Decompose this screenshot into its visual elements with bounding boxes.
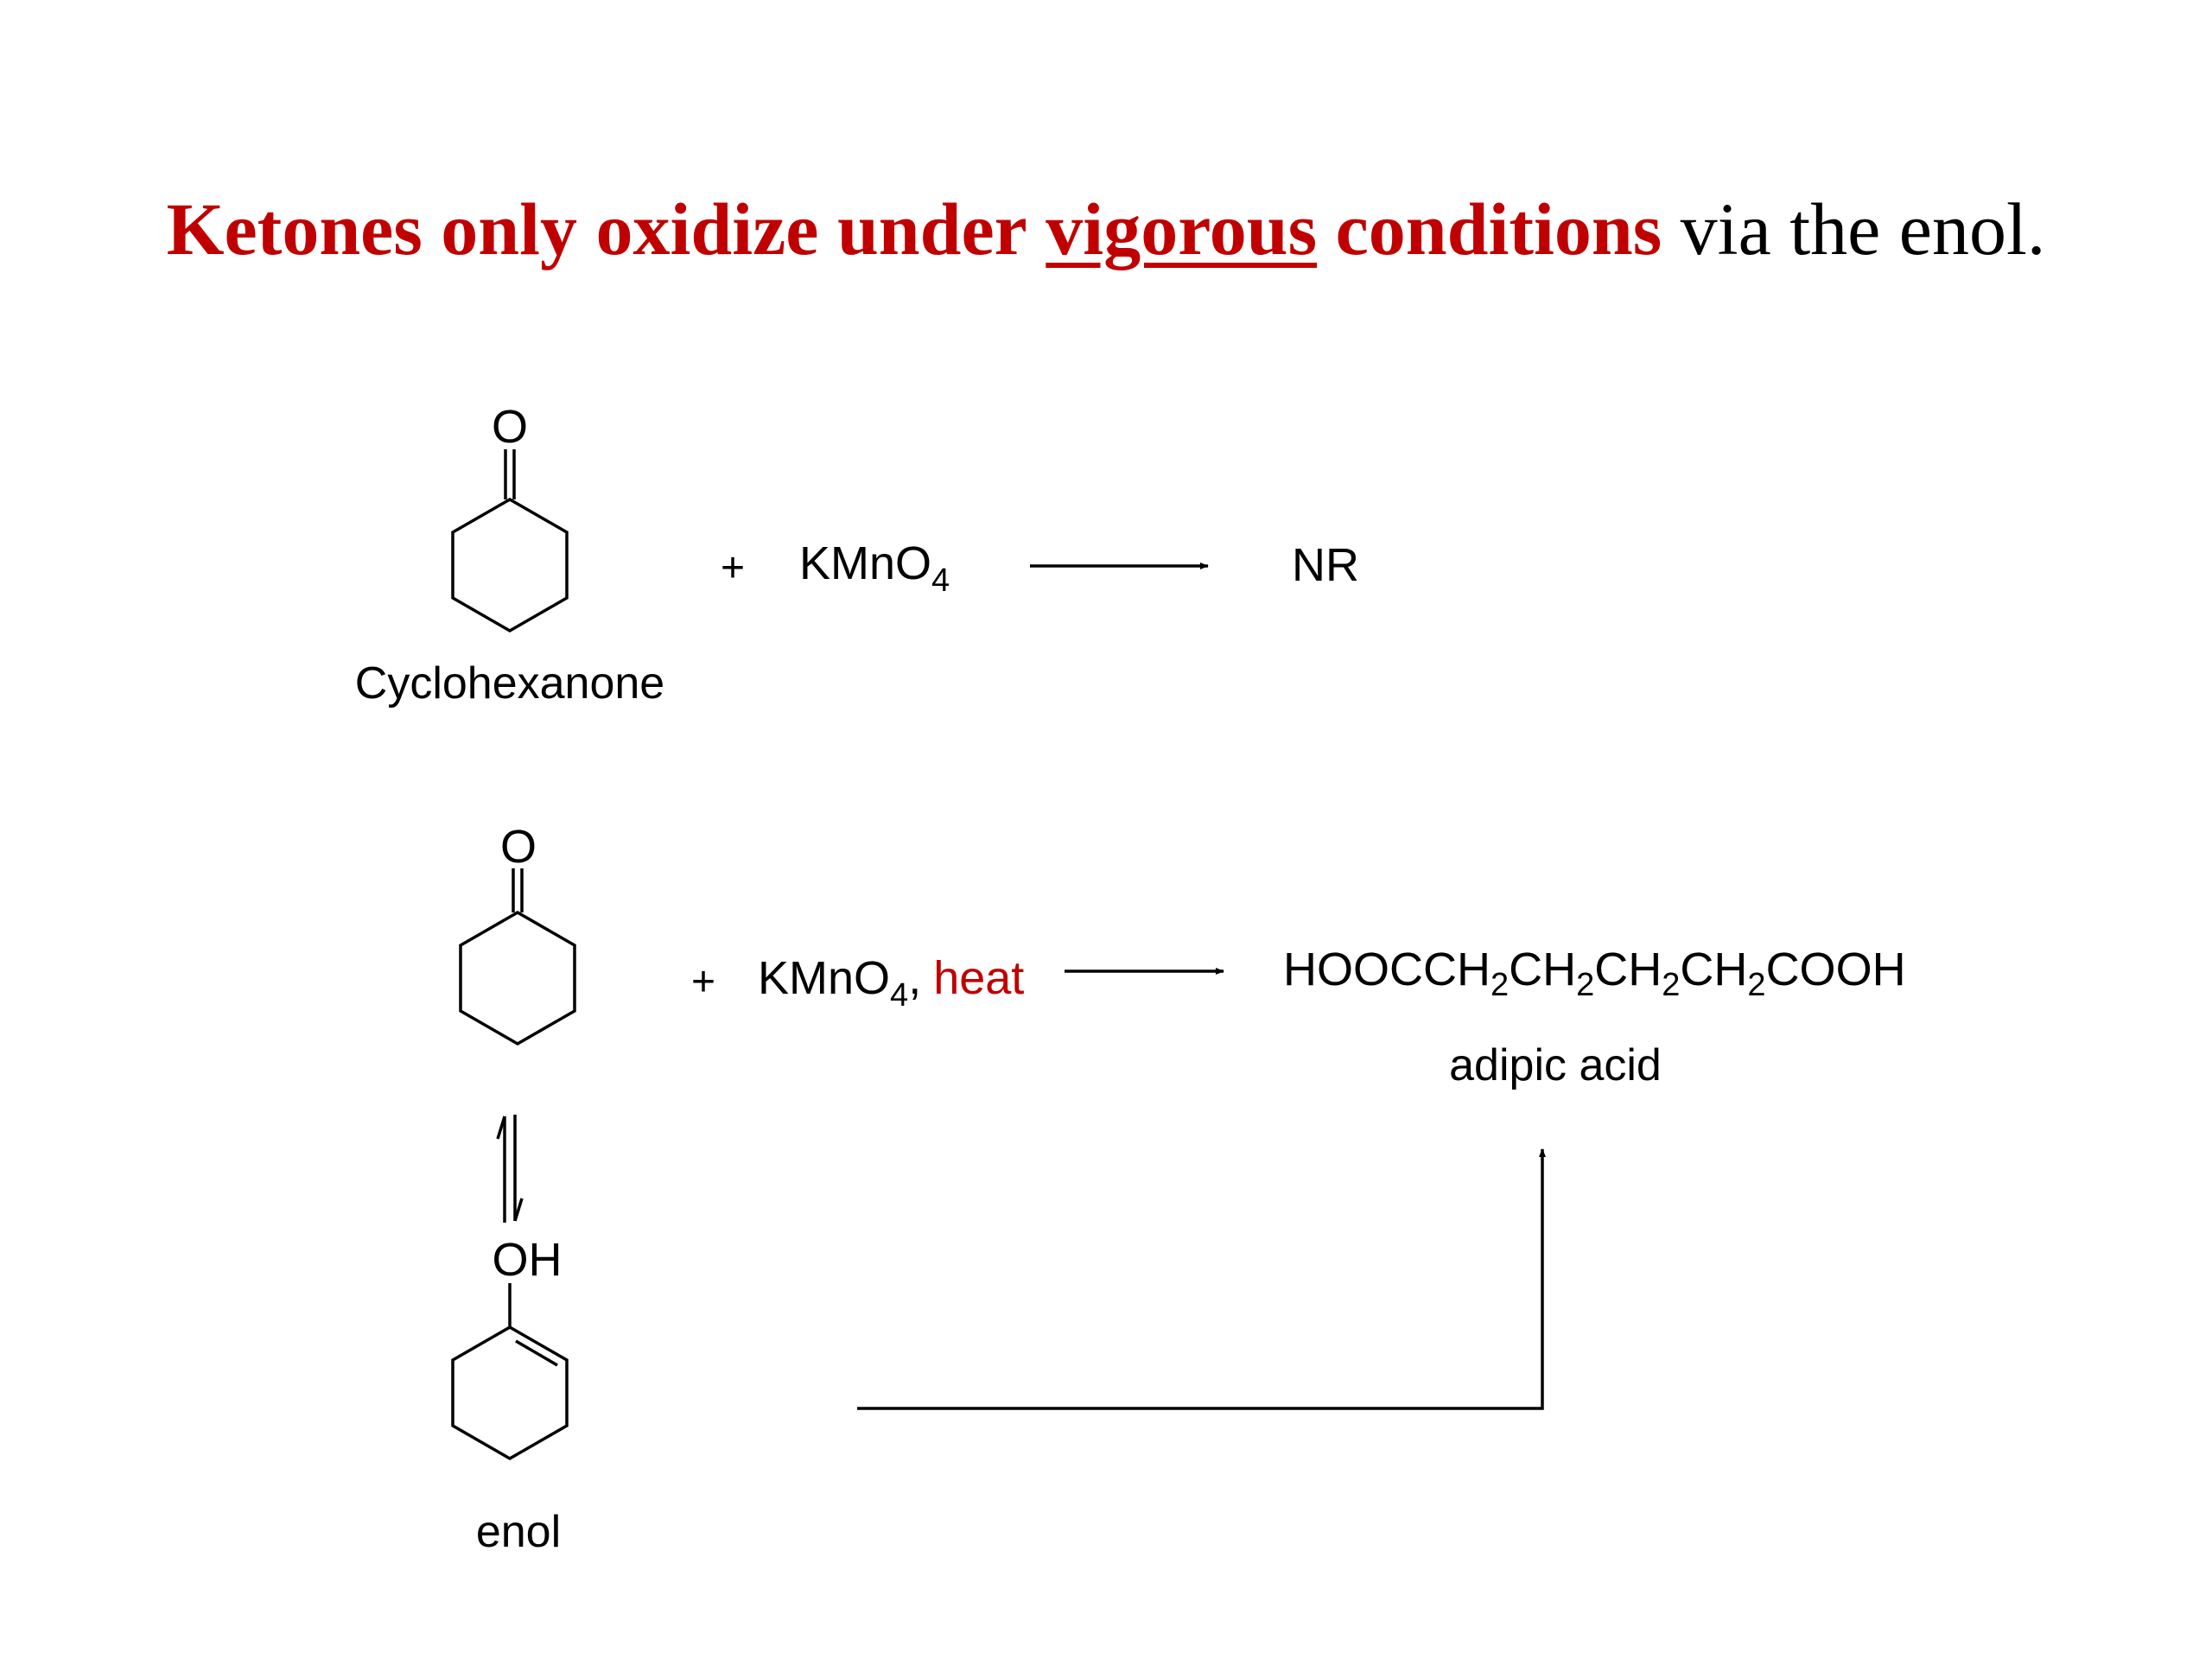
title-part-conditions: conditions (1335, 188, 1662, 270)
enol-label: enol (476, 1507, 561, 1557)
cyclohexanone-structure-1 (451, 449, 569, 633)
title-part-1: Ketones only oxidize under (166, 188, 1027, 270)
adipic-acid-label: adipic acid (1449, 1040, 1662, 1090)
enol-structure (451, 1283, 569, 1461)
reagent-text-1: KMnO (799, 537, 931, 589)
ketone-oxygen-label-1: O (492, 401, 528, 453)
ketone-oxygen-label-2: O (500, 821, 537, 873)
reagent-subscript-2: 4 (890, 977, 908, 1014)
enol-oxidation-path-arrow (857, 1148, 1546, 1410)
cyclohexanone-label: Cyclohexanone (355, 658, 664, 709)
product-nr: NR (1292, 539, 1359, 591)
reagent-subscript-1: 4 (931, 563, 950, 599)
enol-oh-label: OH (493, 1234, 563, 1286)
plus-sign-1: + (721, 545, 745, 591)
reagent-kmno4-1: KMnO4 (799, 537, 950, 599)
equilibrium-arrows (496, 1115, 524, 1223)
slide-title: Ketones only oxidize under vigorous cond… (0, 181, 2212, 276)
reagent-with-heat: KMnO4,heat (758, 952, 1024, 1014)
adipic-acid-formula: HOOCCH2CH2CH2CH2COOH (1283, 944, 1906, 1003)
heat-condition: heat (933, 952, 1024, 1004)
cyclohexanone-structure-2 (459, 868, 576, 1046)
reagent-comma: , (908, 952, 921, 1004)
title-part-via-enol: via the enol. (1680, 188, 2046, 270)
plus-sign-2: + (691, 959, 715, 1005)
title-part-vigorous: vigorous (1046, 188, 1318, 270)
reagent-text-2: KMnO (758, 952, 890, 1004)
